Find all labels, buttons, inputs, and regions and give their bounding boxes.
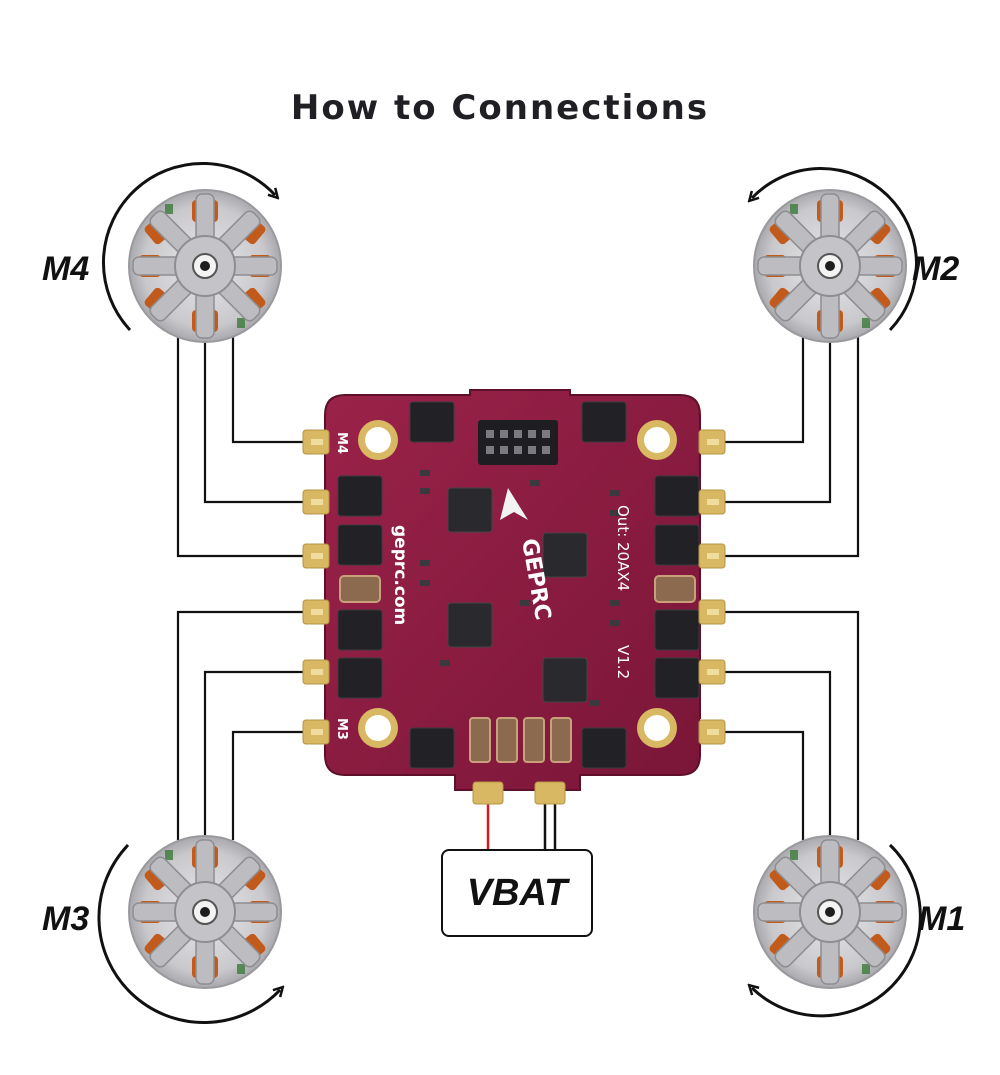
- motor-m2: [753, 189, 907, 343]
- battery-pads: [472, 781, 566, 805]
- mounting-holes: [358, 420, 677, 748]
- battery-box: VBAT: [441, 849, 593, 937]
- motor-label-m4: M4: [42, 250, 90, 288]
- page-title: How to Connections: [290, 88, 710, 128]
- motor-label-m1: M1: [918, 900, 966, 938]
- motor-m4: [128, 189, 282, 343]
- pad-label-m4: M4: [334, 432, 349, 454]
- motor-wires: [176, 330, 860, 845]
- rotation-arrow-m4: [101, 161, 275, 332]
- brand-logo-mark: [500, 488, 528, 520]
- board-website: geprc.com: [390, 525, 410, 625]
- rotation-arrow-m2: [752, 167, 918, 332]
- rotation-arrow-m1: [752, 843, 922, 1018]
- esc-board: GEPRC geprc.com Out: 20AX4 V1.2 M4 M2 M3…: [324, 389, 711, 791]
- motor-m1: [753, 835, 907, 989]
- motor-m3: [128, 835, 282, 989]
- rotation-arrow-m3: [97, 843, 280, 1025]
- motor-label-m2: M2: [912, 250, 960, 288]
- battery-label: VBAT: [466, 871, 568, 914]
- motor-label-m3: M3: [42, 900, 90, 938]
- signal-connector: [478, 420, 558, 465]
- pad-label-m3: M3: [334, 718, 349, 740]
- board-version: V1.2: [614, 645, 632, 679]
- board-model: Out: 20AX4: [614, 505, 632, 591]
